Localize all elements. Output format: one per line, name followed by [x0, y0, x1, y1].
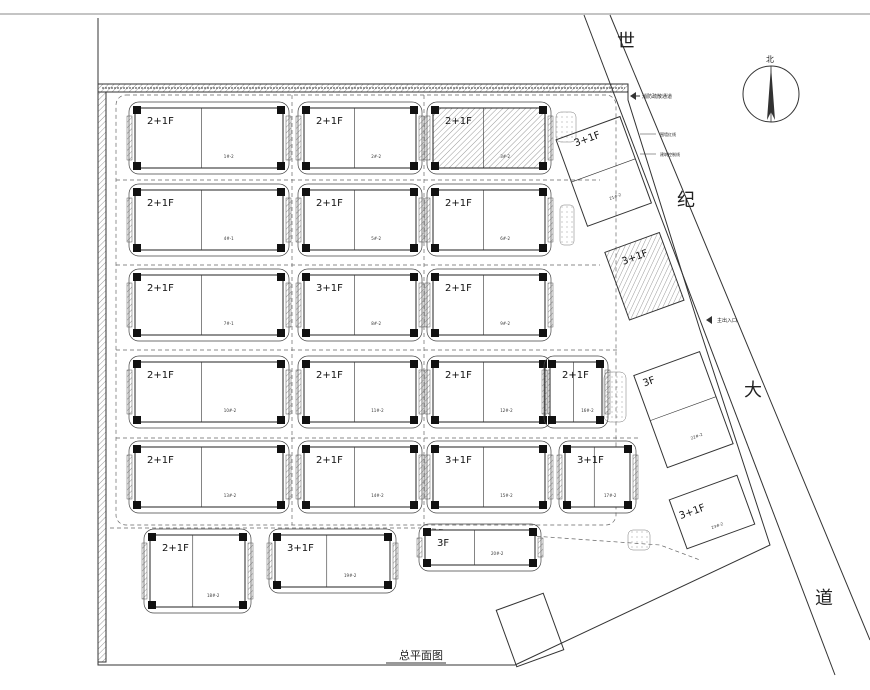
- building-r4-c2: 2+1F 11#-2: [295, 355, 425, 429]
- svg-text:消防疏散通道: 消防疏散通道: [642, 93, 672, 100]
- annotation-boundary-line: 围墙红线: [640, 131, 676, 137]
- unit-tag: 15#-2: [500, 493, 513, 498]
- drawing-title: 总平面图: [386, 648, 446, 664]
- floor-label: 2+1F: [445, 116, 472, 127]
- floor-label: 2+1F: [316, 370, 343, 381]
- unit-tag: 18#-2: [207, 593, 220, 598]
- unit-tag: 4#-1: [224, 236, 234, 241]
- floor-label: 2+1F: [162, 543, 189, 554]
- floor-label: 2+1F: [445, 370, 472, 381]
- floor-label: 2+1F: [562, 370, 589, 381]
- floor-label: 3F: [437, 538, 449, 549]
- floor-label: 2+1F: [445, 283, 472, 294]
- building-bottom-1: 2+1F 18#-2: [141, 528, 254, 614]
- building-r3-c1: 2+1F 7#-1: [126, 268, 292, 342]
- unit-tag: 1#-2: [224, 154, 234, 159]
- building-r5-c1: 2+1F 13#-2: [126, 440, 292, 514]
- floor-label: 3+1F: [287, 543, 314, 554]
- building-r2-c3: 2+1F 6#-2: [424, 183, 554, 257]
- floor-label: 3+1F: [316, 283, 343, 294]
- building-r4-c4: 2+1F 16#-2: [541, 355, 611, 429]
- svg-text:23#-2: 23#-2: [710, 521, 724, 530]
- floor-label: 2+1F: [147, 370, 174, 381]
- unit-tag: 12#-2: [500, 408, 513, 413]
- building-r1-c2: 2+1F 2#-2: [295, 101, 425, 175]
- building-r3-c3: 2+1F 9#-2: [424, 268, 554, 342]
- green-area: [559, 204, 575, 246]
- building-bottom-2: 3+1F 19#-2: [266, 528, 399, 594]
- floor-label: 2+1F: [147, 116, 174, 127]
- svg-text:主出入口: 主出入口: [717, 317, 737, 324]
- building-r3-c2: 3+1F 8#-2: [295, 268, 425, 342]
- plaza-square: [495, 592, 565, 668]
- building-bottom-3: 3F 20#-2: [416, 523, 544, 572]
- green-area: [627, 529, 651, 551]
- building-r5-c3: 3+1F 15#-2: [424, 440, 554, 514]
- building-r2-c2: 2+1F 5#-2: [295, 183, 425, 257]
- unit-tag: 3#-2: [500, 154, 510, 159]
- building-east-3: 3F 22#-2: [633, 350, 734, 469]
- building-r1-c1: 2+1F 1#-2: [126, 101, 292, 175]
- building-r4-c3: 2+1F 12#-2: [424, 355, 554, 429]
- north-arrow: 北: [742, 55, 800, 123]
- building-r5-c2: 2+1F 14#-2: [295, 440, 425, 514]
- road-char-3: 大: [744, 380, 762, 401]
- site-boundary: [97, 18, 771, 666]
- unit-tag: 11#-2: [371, 408, 384, 413]
- north-label: 北: [766, 55, 774, 64]
- unit-tag: 20#-2: [491, 551, 504, 556]
- road-shiji-avenue: [583, 14, 870, 676]
- unit-tag: 9#-2: [500, 321, 510, 326]
- building-r5-c4: 3+1F 17#-2: [556, 440, 639, 514]
- green-area: [555, 111, 577, 143]
- building-r4-c1: 2+1F 10#-2: [126, 355, 292, 429]
- unit-tag: 16#-2: [581, 408, 594, 413]
- floor-label: 2+1F: [147, 198, 174, 209]
- unit-tag: 8#-2: [371, 321, 381, 326]
- building-r1-c3: 2+1F 3#-2: [424, 101, 554, 175]
- road-char-1: 世: [617, 31, 635, 52]
- unit-tag: 10#-2: [224, 408, 237, 413]
- svg-text:21#-2: 21#-2: [609, 192, 623, 201]
- unit-tag: 5#-2: [371, 236, 381, 241]
- annotation-main-entrance: 主出入口: [706, 316, 737, 324]
- buildings-layer: 2+1F 1#-2 2+1F 2#-2 2+1F 3#-2 2+1F 4#-1 2+1F 5#-2…: [126, 101, 639, 614]
- svg-text:22#-2: 22#-2: [690, 432, 704, 441]
- unit-tag: 6#-2: [500, 236, 510, 241]
- svg-text:3+1F: 3+1F: [573, 130, 602, 150]
- unit-tag: 14#-2: [371, 493, 384, 498]
- svg-text:总平面图: 总平面图: [399, 648, 443, 662]
- road-char-4: 道: [815, 588, 833, 609]
- building-east-2: 3+1F: [604, 231, 685, 321]
- svg-text:3+1F: 3+1F: [678, 502, 707, 522]
- floor-label: 2+1F: [147, 455, 174, 466]
- svg-text:3F: 3F: [642, 375, 657, 390]
- unit-tag: 17#-2: [604, 493, 617, 498]
- svg-text:建筑控制线: 建筑控制线: [660, 151, 680, 157]
- floor-label: 2+1F: [316, 198, 343, 209]
- unit-tag: 13#-2: [224, 493, 237, 498]
- internal-road-dashed: [110, 94, 701, 561]
- road-char-2: 纪: [677, 190, 695, 211]
- floor-label: 2+1F: [445, 198, 472, 209]
- floor-label: 2+1F: [316, 455, 343, 466]
- unit-tag: 7#-1: [224, 321, 234, 326]
- building-r2-c1: 2+1F 4#-1: [126, 183, 292, 257]
- floor-label: 2+1F: [316, 116, 343, 127]
- unit-tag: 19#-2: [344, 573, 357, 578]
- floor-label: 3+1F: [577, 455, 604, 466]
- svg-text:围墙红线: 围墙红线: [660, 131, 676, 137]
- floor-label: 3+1F: [445, 455, 472, 466]
- building-east-4: 3+1F 23#-2: [668, 474, 756, 550]
- unit-tag: 2#-2: [371, 154, 381, 159]
- annotation-fire-route: 消防疏散通道: [630, 92, 672, 100]
- annotation-building-line: 建筑控制线: [640, 151, 680, 157]
- floor-label: 2+1F: [147, 283, 174, 294]
